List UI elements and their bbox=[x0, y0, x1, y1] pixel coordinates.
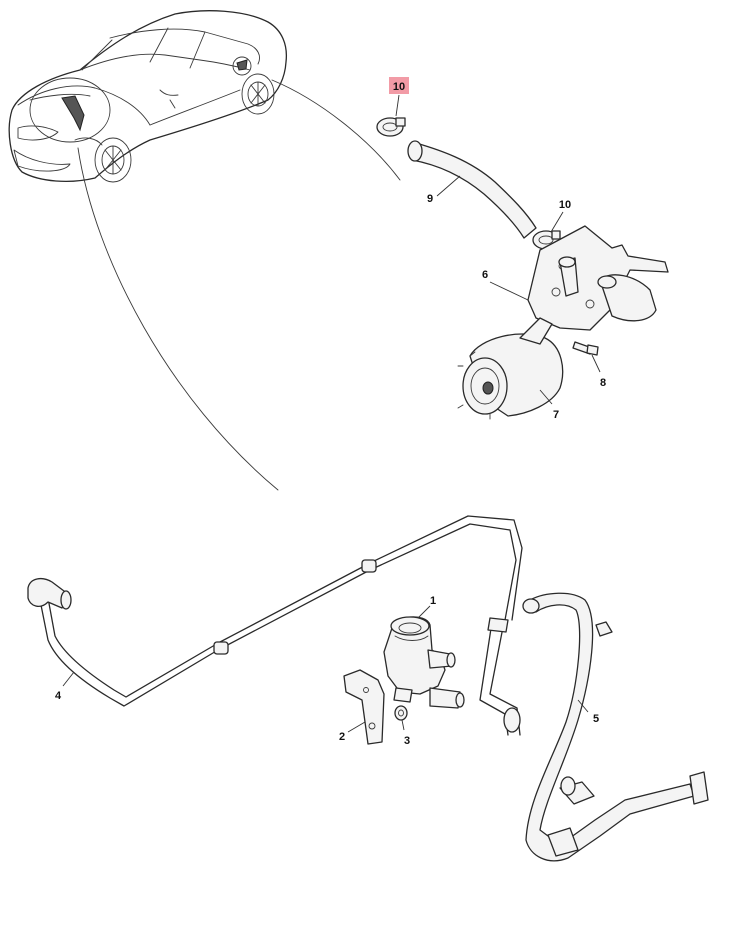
callout-label: 8 bbox=[600, 377, 606, 389]
callout-label: 1 bbox=[430, 595, 436, 607]
nut-3 bbox=[394, 705, 408, 721]
callout-label: 9 bbox=[427, 193, 433, 205]
callout-9[interactable]: 9 bbox=[427, 175, 461, 205]
pipe-4 bbox=[27, 515, 523, 736]
callout-7[interactable]: 7 bbox=[539, 389, 559, 421]
callout-label: 4 bbox=[55, 690, 62, 702]
callout-label: 5 bbox=[593, 713, 599, 725]
bracket-2 bbox=[343, 669, 385, 745]
upper-assembly bbox=[376, 117, 669, 420]
callout-label: 7 bbox=[553, 409, 559, 421]
callout-highlight-box bbox=[389, 77, 409, 94]
callout-1[interactable]: 1 bbox=[417, 595, 436, 619]
hose-9 bbox=[407, 140, 537, 239]
guide-line-rear bbox=[271, 79, 401, 181]
callout-8[interactable]: 8 bbox=[591, 354, 606, 389]
callout-label: 10 bbox=[559, 199, 571, 211]
callout-5[interactable]: 5 bbox=[577, 699, 599, 725]
pump-canister bbox=[558, 256, 657, 322]
callout-10-lower[interactable]: 10 bbox=[550, 199, 571, 233]
callout-2[interactable]: 2 bbox=[339, 721, 366, 743]
hose-clip-top bbox=[376, 117, 406, 137]
car-illustration bbox=[8, 10, 288, 183]
callout-label: 6 bbox=[482, 269, 488, 281]
valve-1 bbox=[383, 616, 465, 709]
callout-6[interactable]: 6 bbox=[482, 269, 529, 301]
callout-10-top[interactable]: 10 bbox=[389, 77, 409, 117]
callout-3[interactable]: 3 bbox=[401, 719, 410, 747]
bolt-8 bbox=[572, 341, 599, 356]
callouts: 10 9 10 6 8 7 1 bbox=[55, 77, 606, 747]
callout-label: 10 bbox=[393, 81, 405, 93]
callout-4[interactable]: 4 bbox=[55, 671, 75, 702]
guide-line-front bbox=[77, 147, 279, 491]
pump-motor-7 bbox=[457, 317, 564, 420]
callout-label: 3 bbox=[404, 735, 410, 747]
callout-label: 2 bbox=[339, 731, 345, 743]
hose-5 bbox=[522, 592, 709, 862]
lower-assembly bbox=[27, 515, 709, 862]
